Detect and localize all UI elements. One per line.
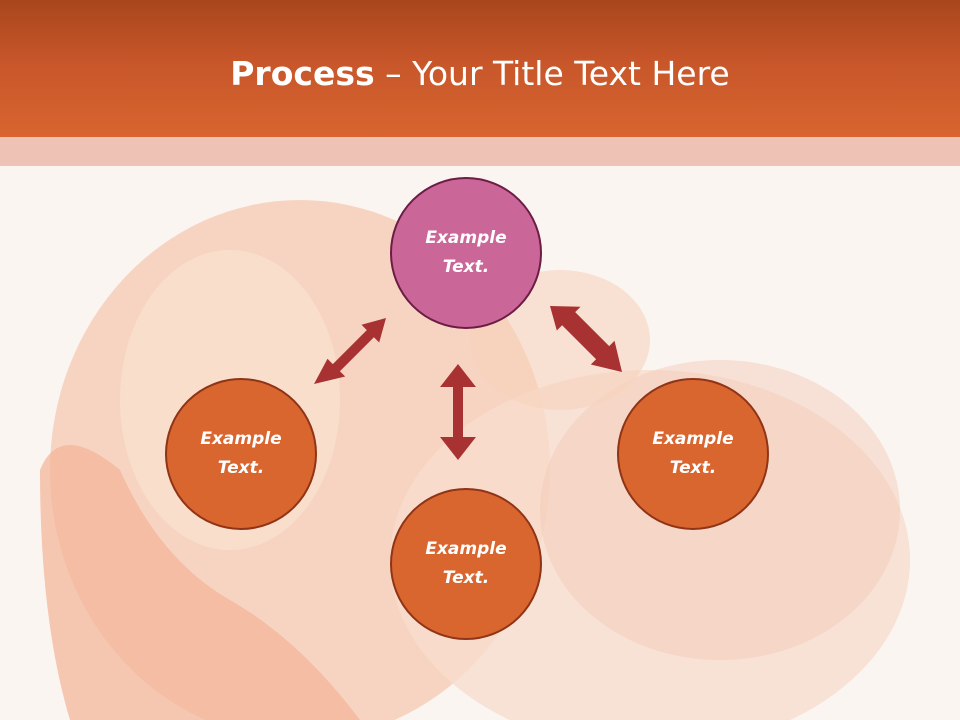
process-node-left: Example Text. [165,378,317,530]
node-right-line1: Example [652,429,734,449]
process-node-top: Example Text. [390,177,542,329]
node-top-line1: Example [425,228,507,248]
node-top-line2: Text. [442,257,490,277]
title-bold: Process [230,54,375,93]
double-arrow-right [550,306,622,372]
double-arrow-center [440,364,476,460]
double-arrow-left [314,318,386,384]
node-bottom-line2: Text. [442,568,490,588]
node-left-line1: Example [200,429,282,449]
header-band [0,0,960,137]
header-stripe [0,137,960,166]
slide-title: Process – Your Title Text Here [0,52,960,96]
node-left-line2: Text. [217,458,265,478]
title-separator: – [374,54,413,93]
process-node-bottom: Example Text. [390,488,542,640]
title-rest: Your Title Text Here [412,54,730,93]
node-right-line2: Text. [669,458,717,478]
process-node-right: Example Text. [617,378,769,530]
node-bottom-line1: Example [425,539,507,559]
